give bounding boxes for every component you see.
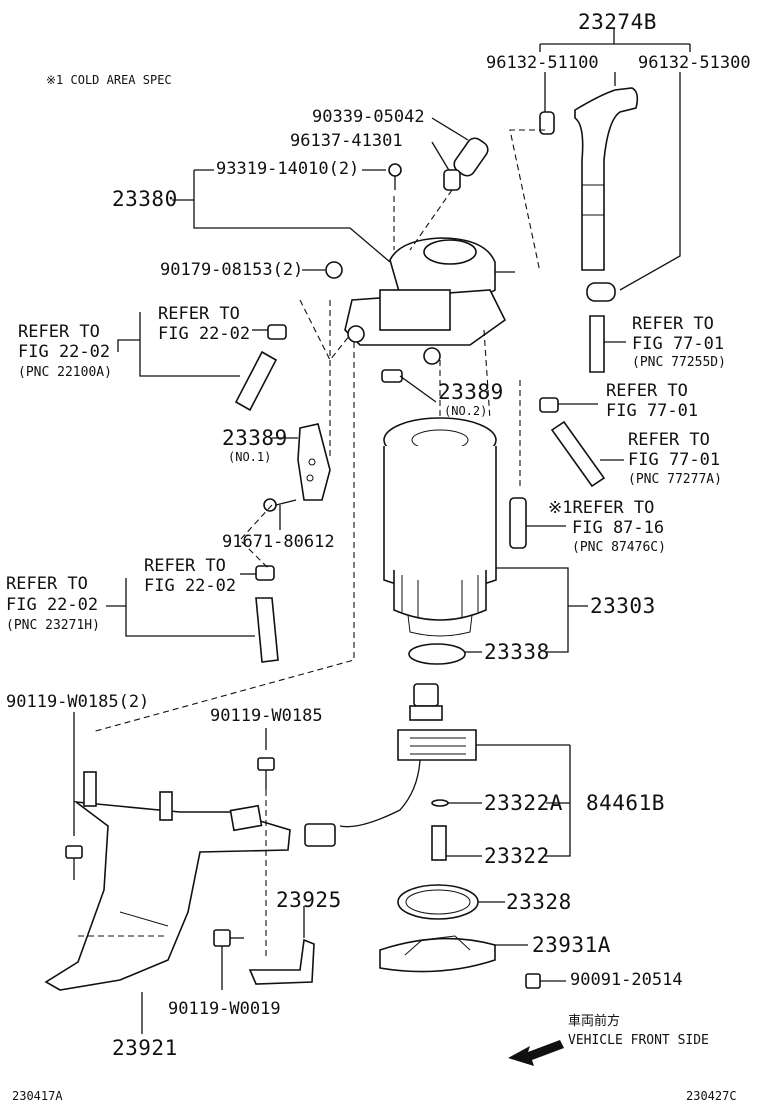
part-93319-14010[interactable]: 93319-14010(2)	[216, 159, 360, 179]
refer-b-line3: (PNC 22100A)	[18, 365, 112, 380]
refer-b-line1: REFER TO	[18, 322, 100, 342]
part-96132-51100[interactable]: 96132-51100	[486, 53, 599, 73]
hose-ref-22100A	[117, 312, 287, 412]
filter-head-23380	[344, 237, 515, 365]
ring-23338	[408, 643, 482, 665]
part-90091-20514[interactable]: 90091-20514	[570, 970, 683, 990]
illustration-code-left: 230417A	[12, 1089, 63, 1103]
refer-a-line2[interactable]: FIG 22-02	[158, 324, 251, 344]
refer-f-line2[interactable]: FIG 87-16	[572, 518, 665, 538]
refer-d-line1: REFER TO	[606, 381, 688, 401]
refer-b-line2[interactable]: FIG 22-02	[18, 342, 111, 362]
nut-90179	[302, 261, 343, 279]
part-96132-51300[interactable]: 96132-51300	[638, 53, 751, 73]
part-23322A[interactable]: 23322A	[484, 791, 563, 815]
clip-23389-no2	[381, 369, 437, 403]
refer-c-line3: (PNC 77255D)	[632, 355, 726, 370]
tube-ref-87476C	[509, 497, 566, 549]
part-23380[interactable]: 23380	[112, 187, 178, 211]
refer-f-line1: ※1REFER TO	[548, 498, 655, 518]
illustration-code-right: 230427C	[686, 1089, 737, 1103]
bracket-23921	[44, 771, 291, 1034]
part-23389-no2[interactable]: 23389	[438, 380, 504, 404]
part-90119-W0185[interactable]: 90119-W0185	[210, 706, 323, 726]
clip-96137	[431, 141, 461, 191]
bolt-90119-W0019	[213, 929, 244, 990]
part-84461B[interactable]: 84461B	[586, 791, 665, 815]
part-96137-41301[interactable]: 96137-41301	[290, 131, 403, 151]
front-label-en: VEHICLE FRONT SIDE	[568, 1033, 709, 1048]
screw-93319	[362, 163, 402, 190]
leader-23380	[172, 169, 391, 263]
part-23925[interactable]: 23925	[276, 888, 342, 912]
bolt-91671	[263, 498, 297, 530]
cold-area-note: ※1 COLD AREA SPEC	[46, 73, 172, 87]
part-90119-W0019[interactable]: 90119-W0019	[168, 999, 281, 1019]
refer-c-line2[interactable]: FIG 77-01	[632, 334, 725, 354]
refer-d-line2[interactable]: FIG 77-01	[606, 401, 699, 421]
part-91671-80612[interactable]: 91671-80612	[222, 532, 335, 552]
bolt-90119-W0185	[257, 728, 275, 960]
refer-h-line2[interactable]: FIG 22-02	[6, 595, 99, 615]
cover-23931A	[379, 935, 528, 973]
hose-ref-23271H	[106, 565, 279, 663]
dashed-guides	[91, 129, 545, 733]
part-23389-no2-sub: (NO.2)	[444, 404, 488, 418]
refer-h-line3: (PNC 23271H)	[6, 618, 100, 633]
front-label-jp: 車両前方	[568, 1014, 621, 1029]
bracket-23389-no1	[272, 423, 331, 501]
part-23303[interactable]: 23303	[590, 594, 656, 618]
front-arrow-icon	[508, 1040, 564, 1066]
part-90339-05042[interactable]: 90339-05042	[312, 107, 425, 127]
clip-ref-77-01	[539, 397, 624, 488]
refer-c-line1: REFER TO	[632, 314, 714, 334]
refer-g-line1: REFER TO	[144, 556, 226, 576]
refer-e-line1: REFER TO	[628, 430, 710, 450]
refer-e-line2[interactable]: FIG 77-01	[628, 450, 721, 470]
part-23322[interactable]: 23322	[484, 844, 550, 868]
bracket-23925	[248, 906, 315, 985]
part-23328[interactable]: 23328	[506, 890, 572, 914]
bolt-90119-W0185-2	[65, 712, 83, 880]
part-23921[interactable]: 23921	[112, 1036, 178, 1060]
hose-ref-77255D	[589, 315, 626, 373]
refer-f-line3: (PNC 87476C)	[572, 540, 666, 555]
sensor-84461B	[304, 683, 571, 861]
refer-a-line1: REFER TO	[158, 304, 240, 324]
gasket-23328	[397, 884, 505, 920]
part-90179-08153[interactable]: 90179-08153(2)	[160, 260, 304, 280]
part-23931A[interactable]: 23931A	[532, 933, 611, 957]
refer-e-line3: (PNC 77277A)	[628, 472, 722, 487]
leader-23274B	[539, 28, 691, 291]
part-90119-W0185-2[interactable]: 90119-W0185(2)	[6, 692, 150, 712]
refer-h-line1: REFER TO	[6, 574, 88, 594]
part-23338[interactable]: 23338	[484, 640, 550, 664]
cap-90339	[431, 117, 489, 177]
refer-g-line2[interactable]: FIG 22-02	[144, 576, 237, 596]
hose-23274B	[539, 87, 639, 302]
part-23274B[interactable]: 23274B	[578, 10, 657, 34]
filter-23303	[383, 417, 588, 653]
part-23389-no1[interactable]: 23389	[222, 426, 288, 450]
part-23389-no1-sub: (NO.1)	[228, 450, 272, 464]
bolt-90091	[525, 973, 566, 989]
